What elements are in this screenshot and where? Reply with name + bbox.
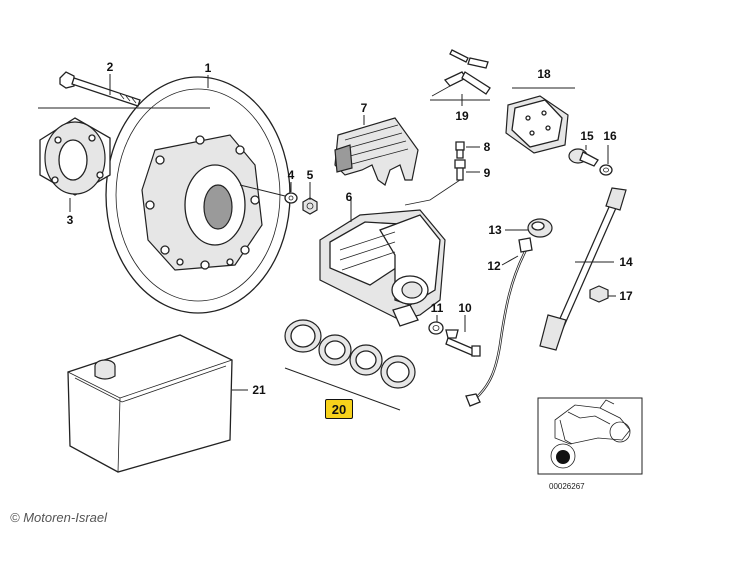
caliper-bolt-part[interactable] xyxy=(445,329,481,357)
banjo-fitting-part[interactable] xyxy=(527,218,553,238)
watermark: © Motoren-Israel xyxy=(10,510,107,525)
callout-19: 19 xyxy=(455,109,469,123)
thumbnail-ref-number: 00026267 xyxy=(549,482,585,491)
callout-13: 13 xyxy=(488,223,502,237)
brake-hose-part[interactable] xyxy=(539,187,627,351)
wear-sensor-part[interactable] xyxy=(431,49,491,97)
callout-1: 1 xyxy=(205,61,212,75)
callout-16: 16 xyxy=(603,129,617,143)
brake-line-part[interactable] xyxy=(465,237,533,407)
highlighted-callout-20[interactable]: 20 xyxy=(325,399,353,419)
locator-thumbnail[interactable] xyxy=(537,397,643,475)
callout-2: 2 xyxy=(107,60,114,74)
callout-15: 15 xyxy=(580,129,594,143)
brake-pad-set-part[interactable] xyxy=(505,95,569,154)
bleed-valve-part[interactable] xyxy=(455,141,465,159)
hose-nut-part[interactable] xyxy=(589,285,609,303)
banjo-bolt-part[interactable] xyxy=(568,148,599,167)
callout-18: 18 xyxy=(537,67,551,81)
callout-12: 12 xyxy=(487,259,501,273)
long-bolt-part[interactable] xyxy=(59,71,141,107)
callout-5: 5 xyxy=(307,168,314,182)
spacer-ring-part[interactable] xyxy=(39,117,111,196)
callout-17: 17 xyxy=(619,289,633,303)
callout-11: 11 xyxy=(431,301,444,315)
seal-kit-part[interactable] xyxy=(284,319,416,389)
callout-7: 7 xyxy=(361,101,368,115)
bleed-cap-part[interactable] xyxy=(454,159,466,181)
callout-10: 10 xyxy=(458,301,472,315)
washer-part[interactable] xyxy=(284,192,298,204)
callout-3: 3 xyxy=(67,213,74,227)
callout-9: 9 xyxy=(484,166,491,180)
nut-part[interactable] xyxy=(302,197,318,215)
brake-caliper-part[interactable] xyxy=(319,209,446,327)
callout-4: 4 xyxy=(288,168,295,182)
callout-14: 14 xyxy=(619,255,633,269)
callout-6: 6 xyxy=(346,190,353,204)
callout-8: 8 xyxy=(484,140,491,154)
fluid-container-part[interactable] xyxy=(67,334,233,473)
seal-ring-part[interactable] xyxy=(599,164,613,176)
caliper-washer-part[interactable] xyxy=(428,321,444,335)
callout-21: 21 xyxy=(252,383,266,397)
brake-pad-part[interactable] xyxy=(334,117,419,186)
brake-disc-part[interactable] xyxy=(105,76,291,314)
